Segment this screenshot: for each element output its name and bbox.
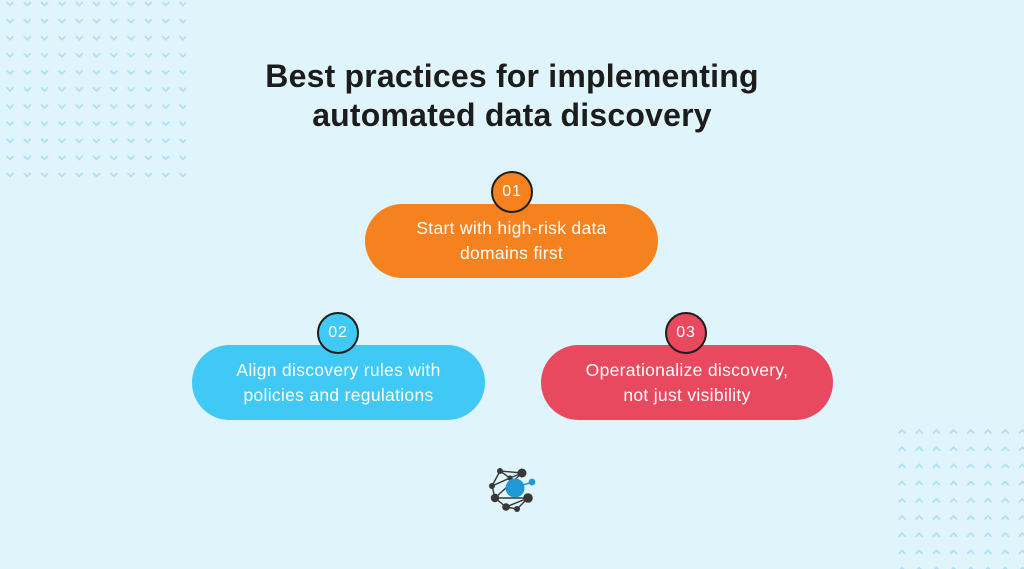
step-1-card: Start with high-risk data domains first <box>365 204 658 278</box>
step-3-label: Operationalize discovery, not just visib… <box>585 359 789 405</box>
network-graph-icon <box>489 468 536 512</box>
dot-pattern-bottom-right <box>898 428 1024 569</box>
step-1-number-badge: 01 <box>491 171 533 213</box>
page-title: Best practices for implementing automate… <box>265 58 759 134</box>
step-1-label: Start with high-risk data domains first <box>416 218 607 263</box>
step-2-label: Align discovery rules with policies and … <box>236 359 441 405</box>
step-1-number: 01 <box>502 183 522 200</box>
step-2-number-badge: 02 <box>317 312 359 354</box>
step-3-number-badge: 03 <box>665 312 707 354</box>
step-3-card: Operationalize discovery, not just visib… <box>541 345 833 420</box>
step-2-number: 02 <box>328 324 348 341</box>
step-3-number: 03 <box>676 324 696 341</box>
step-2-card: Align discovery rules with policies and … <box>192 345 485 420</box>
